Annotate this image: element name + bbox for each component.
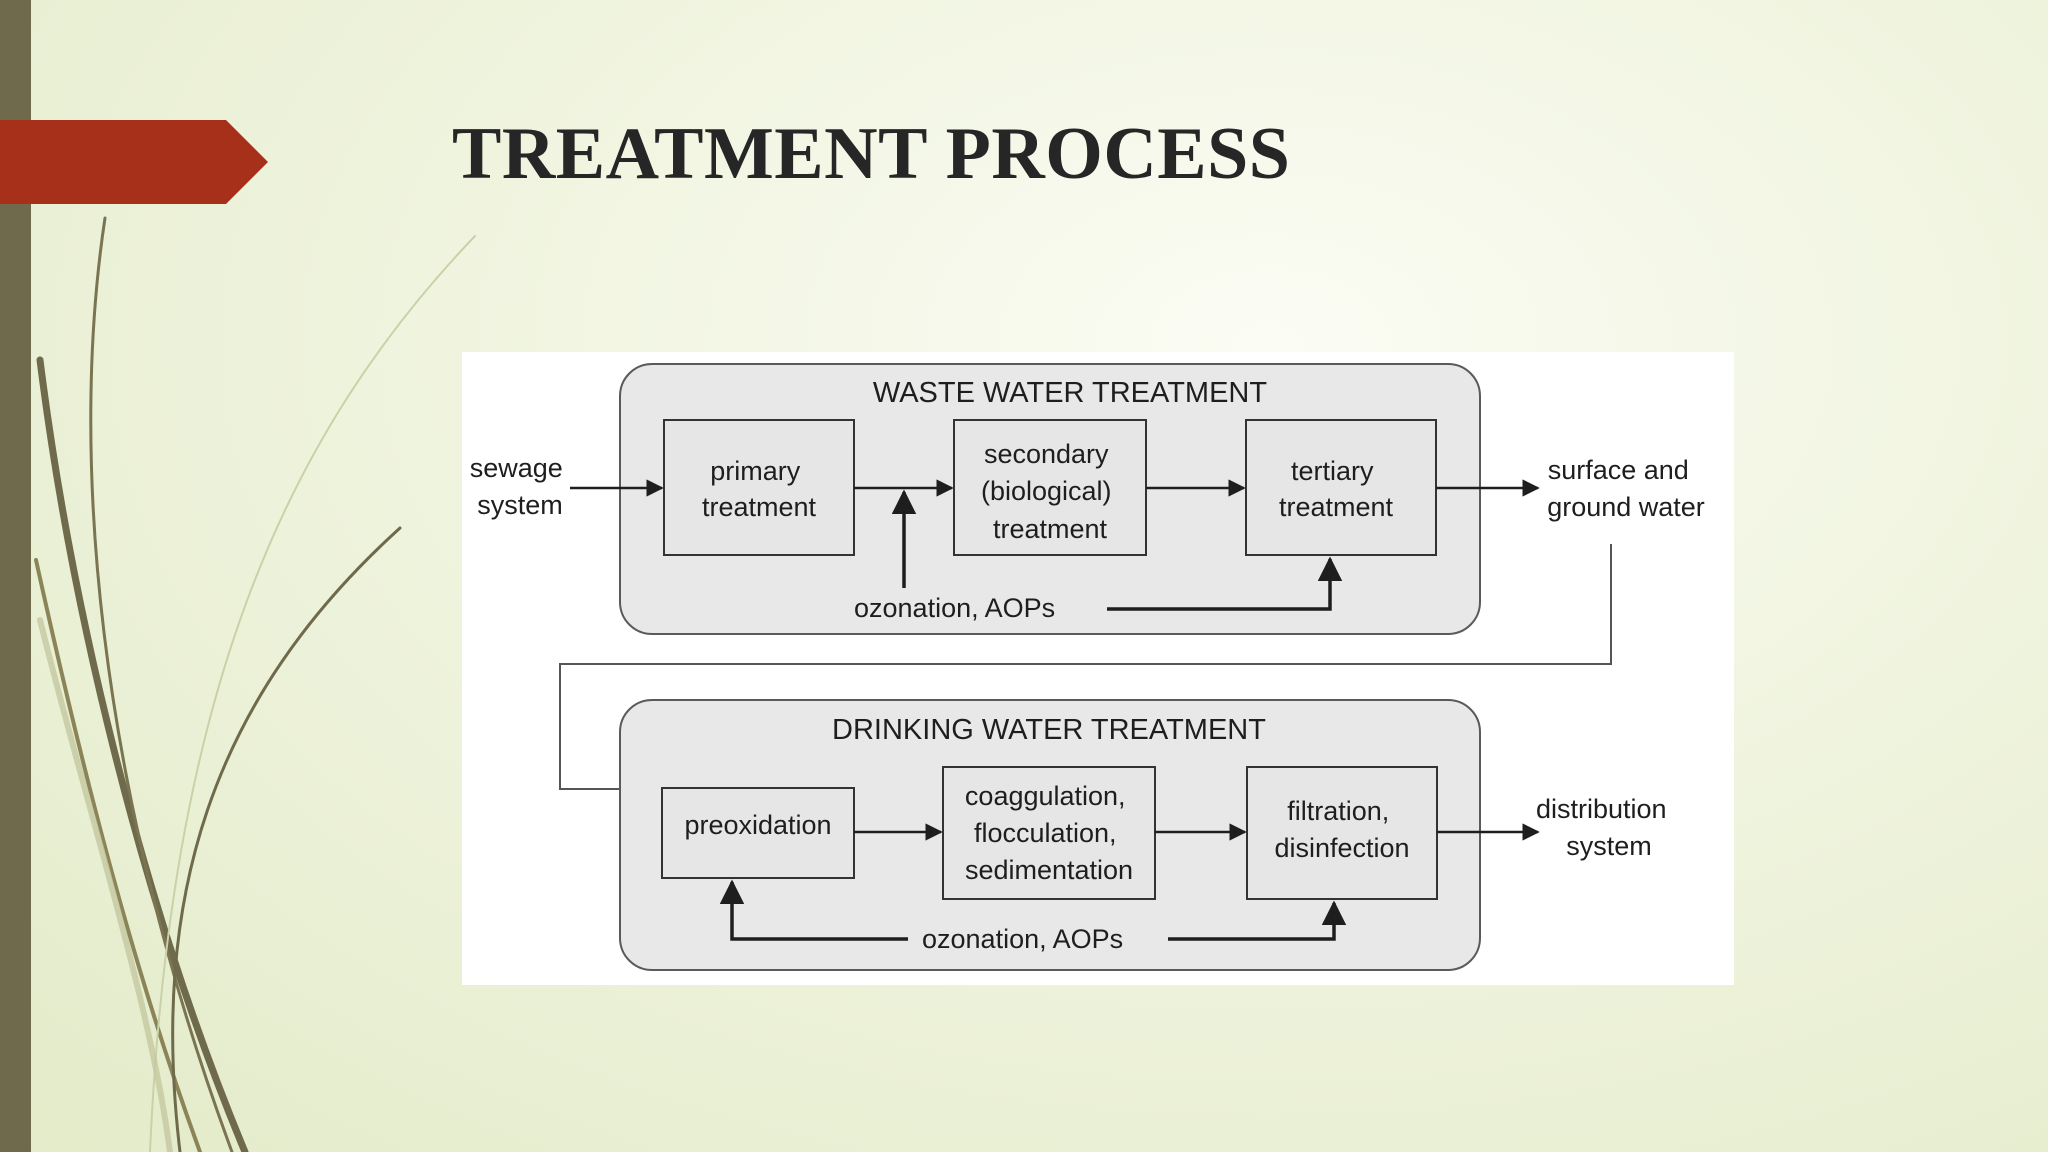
filtration-label: filtration, disinfection [1274,796,1409,863]
surface-ground-water-label: surface and ground water [1547,455,1705,522]
wastewater-section-title: WASTE WATER TREATMENT [873,377,1267,409]
arrow-ozonation-to-filtration [1168,900,1347,941]
arrow-ozonation-to-preoxidation [719,879,908,941]
tertiary-treatment-box [1245,419,1437,556]
primary-treatment-label: primary treatment [702,456,817,522]
secondary-treatment-box [953,419,1147,556]
distribution-system-label: distribution system [1536,794,1674,861]
coagulation-box [942,766,1156,900]
title-accent-tab [0,120,268,204]
secondary-treatment-label: secondary (biological) treatment [981,439,1119,544]
primary-treatment-box [663,419,855,556]
connector-surface-water-to-drinking [559,544,1612,796]
tertiary-treatment-label: tertiary treatment [1279,456,1394,522]
curved-stroke-decoration [34,216,476,1152]
preoxidation-label: preoxidation [684,810,831,840]
page-title: TREATMENT PROCESS [452,113,1291,195]
preoxidation-box [661,787,855,879]
treatment-process-diagram: WASTE WATER TREATMENT sewage system prim… [462,352,1734,985]
drinking-water-section-title: DRINKING WATER TREATMENT [832,714,1266,746]
wastewater-ozonation-label: ozonation, AOPs [854,593,1055,623]
coagulation-label: coaggulation, flocculation, sedimentatio… [965,781,1133,885]
flow-diagram-canvas: WASTE WATER TREATMENT sewage system prim… [470,363,1705,971]
sewage-system-label: sewage system [470,453,571,520]
drinking-ozonation-label: ozonation, AOPs [922,924,1123,954]
arrow-ozonation-to-tertiary [1107,556,1343,611]
